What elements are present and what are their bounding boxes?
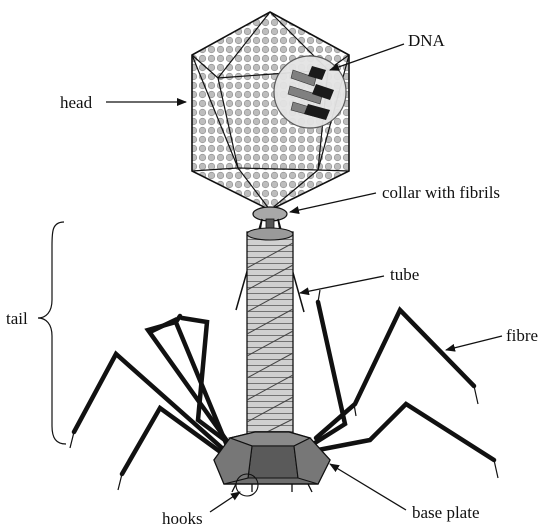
- tail-tube: [247, 228, 293, 438]
- hooks-label: hooks: [162, 509, 203, 528]
- base-plate-arrow: [330, 464, 406, 510]
- tail-brace: [38, 222, 66, 444]
- tail-label: tail: [6, 309, 28, 328]
- hooks-arrow: [210, 492, 240, 512]
- collar-label: collar with fibrils: [382, 183, 500, 202]
- tube-label: tube: [390, 265, 419, 284]
- dna-inset: [274, 56, 346, 128]
- dna-label: DNA: [408, 31, 446, 50]
- collar: [253, 207, 287, 231]
- base-plate-label: base plate: [412, 503, 480, 522]
- head-label: head: [60, 93, 93, 112]
- fibre-arrow: [446, 336, 502, 350]
- collar-arrow: [290, 193, 376, 212]
- base-plate: [214, 432, 330, 484]
- fibre-label: fibre: [506, 326, 538, 345]
- tube-arrow: [300, 276, 384, 293]
